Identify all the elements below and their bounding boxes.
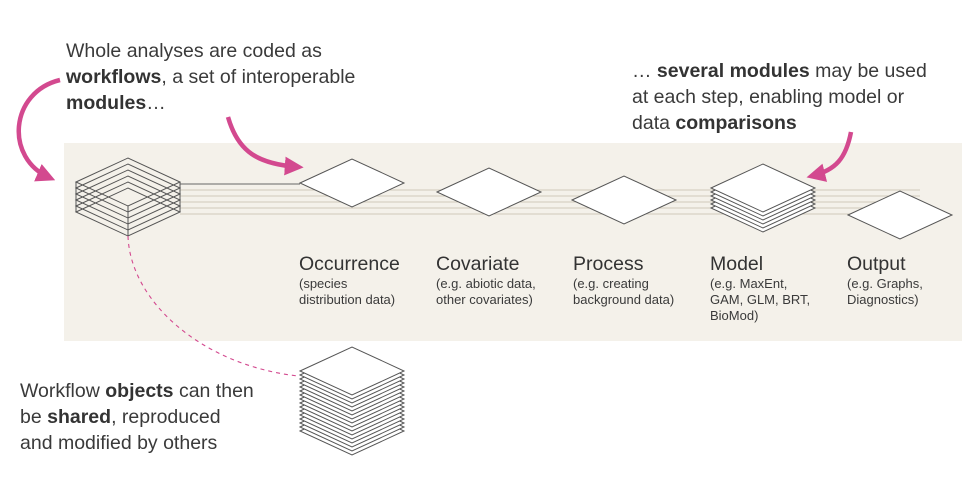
step-desc-line: (e.g. Graphs, [847,276,923,291]
step-title: Occurrence [299,253,400,275]
step-desc-line: (e.g. creating [573,276,649,291]
shared-object-stack-icon [298,346,406,456]
step-desc-line: (e.g. abiotic data, [436,276,536,291]
step-desc-line: background data) [573,292,675,307]
step-desc-line: GAM, GLM, BRT, [710,292,811,307]
workflows-callout-line3: modules… [66,92,166,114]
several-modules-keyword: several modules [656,60,810,82]
covariate-module-icon [435,167,543,217]
workflows-callout-line1: Whole analyses are coded as [66,40,322,62]
workflows-keyword: workflows [66,66,162,88]
step-desc-line: (e.g. MaxEnt, [710,276,788,291]
step-desc-line: other covariates) [436,292,533,307]
comparisons-callout-line2: at each step, enabling model or [632,86,905,108]
step-covariate: Covariate (e.g. abiotic data, other cova… [436,252,536,308]
comparisons-callout-line3: data comparisons [632,112,797,134]
step-desc-line: Diagnostics) [847,292,919,307]
step-process: Process (e.g. creating background data) [573,252,674,308]
step-desc-line: BioMod) [710,308,759,323]
sharing-callout-line1: Workflow objects can then [20,380,254,402]
sharing-callout-line3: and modified by others [20,432,218,454]
step-title: Model [710,253,764,275]
comparisons-keyword: comparisons [675,112,797,134]
share-link-dashed [127,235,299,377]
comparisons-callout: … several modules may be used at each st… [632,58,927,136]
step-title: Process [573,253,644,275]
comparisons-callout-line1: … several modules may be used [632,60,927,82]
process-module-icon [570,175,678,225]
step-model: Model (e.g. MaxEnt, GAM, GLM, BRT, BioMo… [710,252,810,324]
objects-keyword: objects [105,380,174,402]
workflows-callout: Whole analyses are coded as workflows, a… [66,38,355,116]
output-module-icon [846,190,954,240]
shared-keyword: shared [47,406,112,428]
step-desc-line: (species [299,276,348,291]
workflow-callout-arrow [16,77,61,182]
step-title: Output [847,253,906,275]
step-title: Covariate [436,253,520,275]
occurrence-module-icon [298,158,406,208]
comparisons-callout-arrow [806,131,854,182]
sharing-callout-line2: be shared, reproduced [20,406,221,428]
modules-keyword: modules [66,92,147,114]
step-desc-line: distribution data) [299,292,396,307]
sharing-callout: Workflow objects can then be shared, rep… [20,378,254,456]
modules-callout-arrow [225,116,304,176]
workflow-stack-icon [74,157,182,237]
model-module-stack-icon [709,163,817,233]
workflows-callout-line2: workflows, a set of interoperable [66,66,356,88]
step-output: Output (e.g. Graphs, Diagnostics) [847,252,923,308]
step-occurrence: Occurrence (species distribution data) [299,252,400,308]
